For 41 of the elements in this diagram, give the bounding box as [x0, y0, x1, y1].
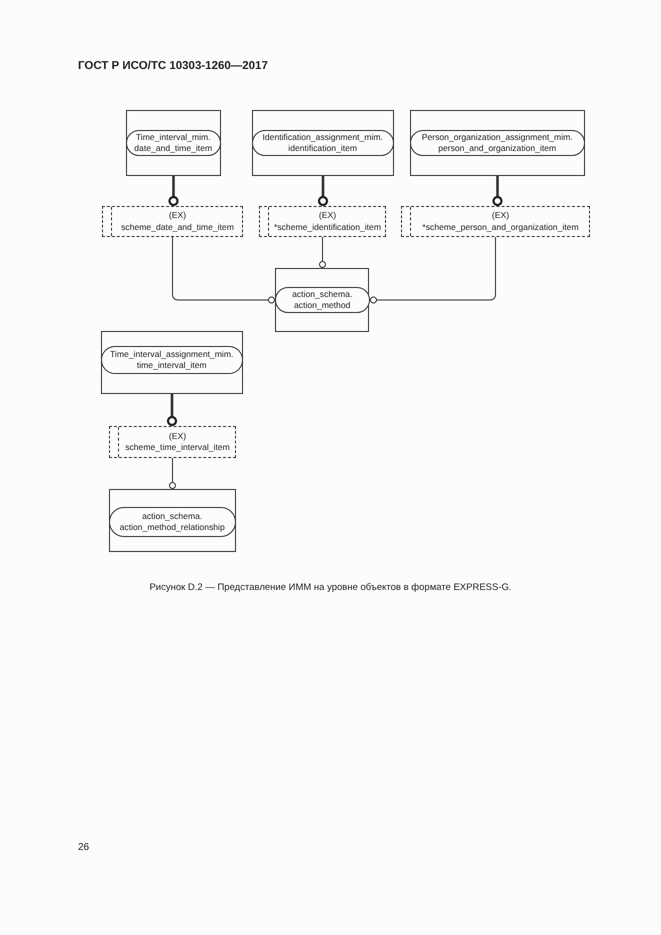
- entity-label: Person_organization_assignment_mim. person_and_organization_item: [422, 132, 573, 153]
- entity-label: Time_interval_assignment_mim. time_interval_item: [110, 349, 234, 370]
- select-type-box: [109, 426, 236, 458]
- entity-pill: [108, 506, 236, 537]
- entity-label: (EX): [168, 210, 186, 222]
- entity-pill: [274, 286, 370, 313]
- entity-label: Identification_assignment_mim. identification_item: [262, 132, 383, 153]
- relationship-line: [492, 176, 503, 206]
- page-number: 26: [78, 842, 90, 853]
- relationship-line: [318, 176, 328, 206]
- page-reference-box: [101, 331, 243, 394]
- entity-label: *scheme_identification_item: [274, 222, 381, 233]
- relationship-line: [172, 236, 276, 304]
- page-reference-box: [410, 110, 585, 176]
- entity-label: (EX): [168, 430, 186, 442]
- entity-pill: [410, 130, 585, 156]
- entity-pill: [100, 346, 243, 374]
- relationship-line: [168, 176, 179, 206]
- entity-label: scheme_time_interval_item: [125, 442, 230, 454]
- select-type-box: [401, 206, 590, 237]
- page-reference-box: [275, 268, 369, 332]
- entity-label: Time_interval_mim. date_and_time_item: [134, 132, 212, 153]
- page-reference-box: [109, 489, 236, 552]
- page-reference-box: [252, 110, 394, 176]
- relationship-line: [169, 458, 176, 490]
- entity-label: scheme_date_and_time_item: [121, 222, 234, 233]
- select-type-box: [102, 206, 243, 237]
- entity-label: *scheme_person_and_organization_item: [422, 222, 579, 233]
- entity-label: (EX): [318, 210, 336, 222]
- select-type-box: [259, 206, 386, 237]
- document-header: ГОСТ Р ИСО/ТС 10303-1260—2017: [78, 60, 268, 72]
- entity-label: (EX): [492, 210, 510, 222]
- entity-pill: [126, 130, 221, 156]
- entity-label: action_schema. action_method_relationship: [120, 511, 225, 532]
- entity-label: action_schema. action_method: [292, 289, 352, 310]
- figure-caption: Рисунок D.2 — Представление ИММ на уровне объектов в формате EXPRESS-G.: [148, 582, 513, 593]
- relationship-line: [166, 394, 178, 426]
- relationship-line: [319, 236, 326, 268]
- entity-pill: [252, 130, 394, 156]
- relationship-line: [370, 236, 496, 304]
- page-reference-box: [126, 110, 221, 176]
